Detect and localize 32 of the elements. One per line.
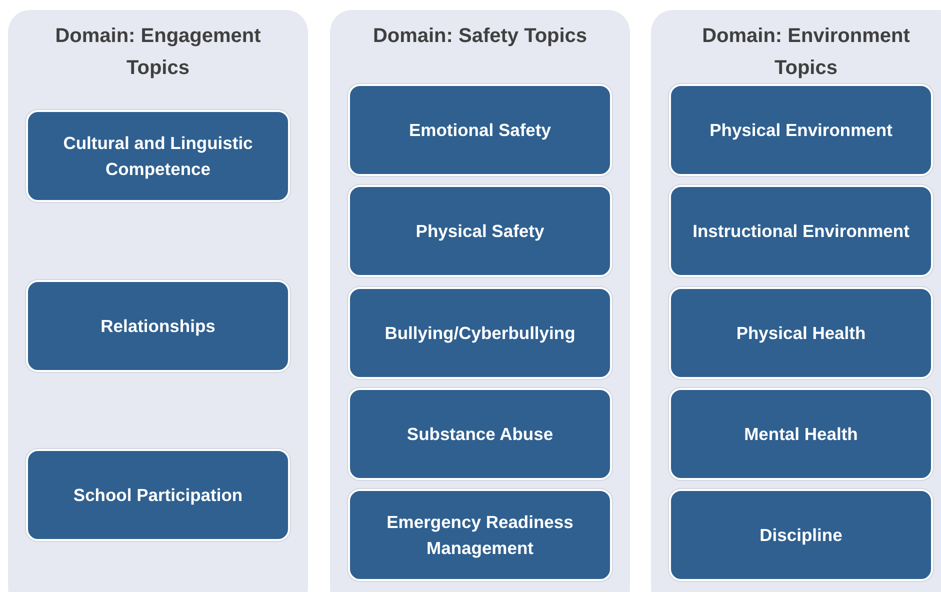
topic-label: Emotional Safety bbox=[409, 119, 551, 142]
topic-box bbox=[669, 185, 933, 277]
topic-box bbox=[26, 449, 290, 541]
domain-panel bbox=[651, 10, 941, 592]
topic-box bbox=[669, 489, 933, 581]
topic-label: Cultural and Linguistic Competence bbox=[62, 132, 254, 181]
topic-box bbox=[348, 287, 612, 379]
topic-label: School Participation bbox=[73, 484, 243, 507]
domain-panel bbox=[330, 10, 630, 592]
topic-label: Emergency Readiness Management bbox=[386, 511, 574, 560]
topic-box bbox=[669, 287, 933, 379]
panel-title: Domain: Engagement Topics bbox=[54, 24, 262, 81]
topic-box bbox=[348, 185, 612, 277]
topic-label: Physical Safety bbox=[416, 220, 544, 243]
topic-box bbox=[26, 110, 290, 202]
topic-box bbox=[348, 388, 612, 480]
topic-label: Relationships bbox=[100, 315, 216, 338]
panel-title: Domain: Environment Topics bbox=[701, 24, 911, 81]
topic-label: Physical Environment bbox=[710, 119, 892, 142]
topic-label: Substance Abuse bbox=[406, 423, 554, 446]
topic-label: Bullying/Cyberbullying bbox=[384, 322, 576, 345]
topic-label: Discipline bbox=[760, 524, 842, 547]
topic-box bbox=[26, 280, 290, 372]
topic-label: Mental Health bbox=[744, 423, 858, 446]
topic-label: Physical Health bbox=[736, 322, 866, 345]
topic-box bbox=[669, 84, 933, 176]
panel-title: Domain: Safety Topics bbox=[372, 24, 588, 49]
topic-box bbox=[348, 84, 612, 176]
topic-box bbox=[669, 388, 933, 480]
domain-panel bbox=[8, 10, 308, 592]
topic-label: Instructional Environment bbox=[692, 220, 910, 243]
topic-box bbox=[348, 489, 612, 581]
